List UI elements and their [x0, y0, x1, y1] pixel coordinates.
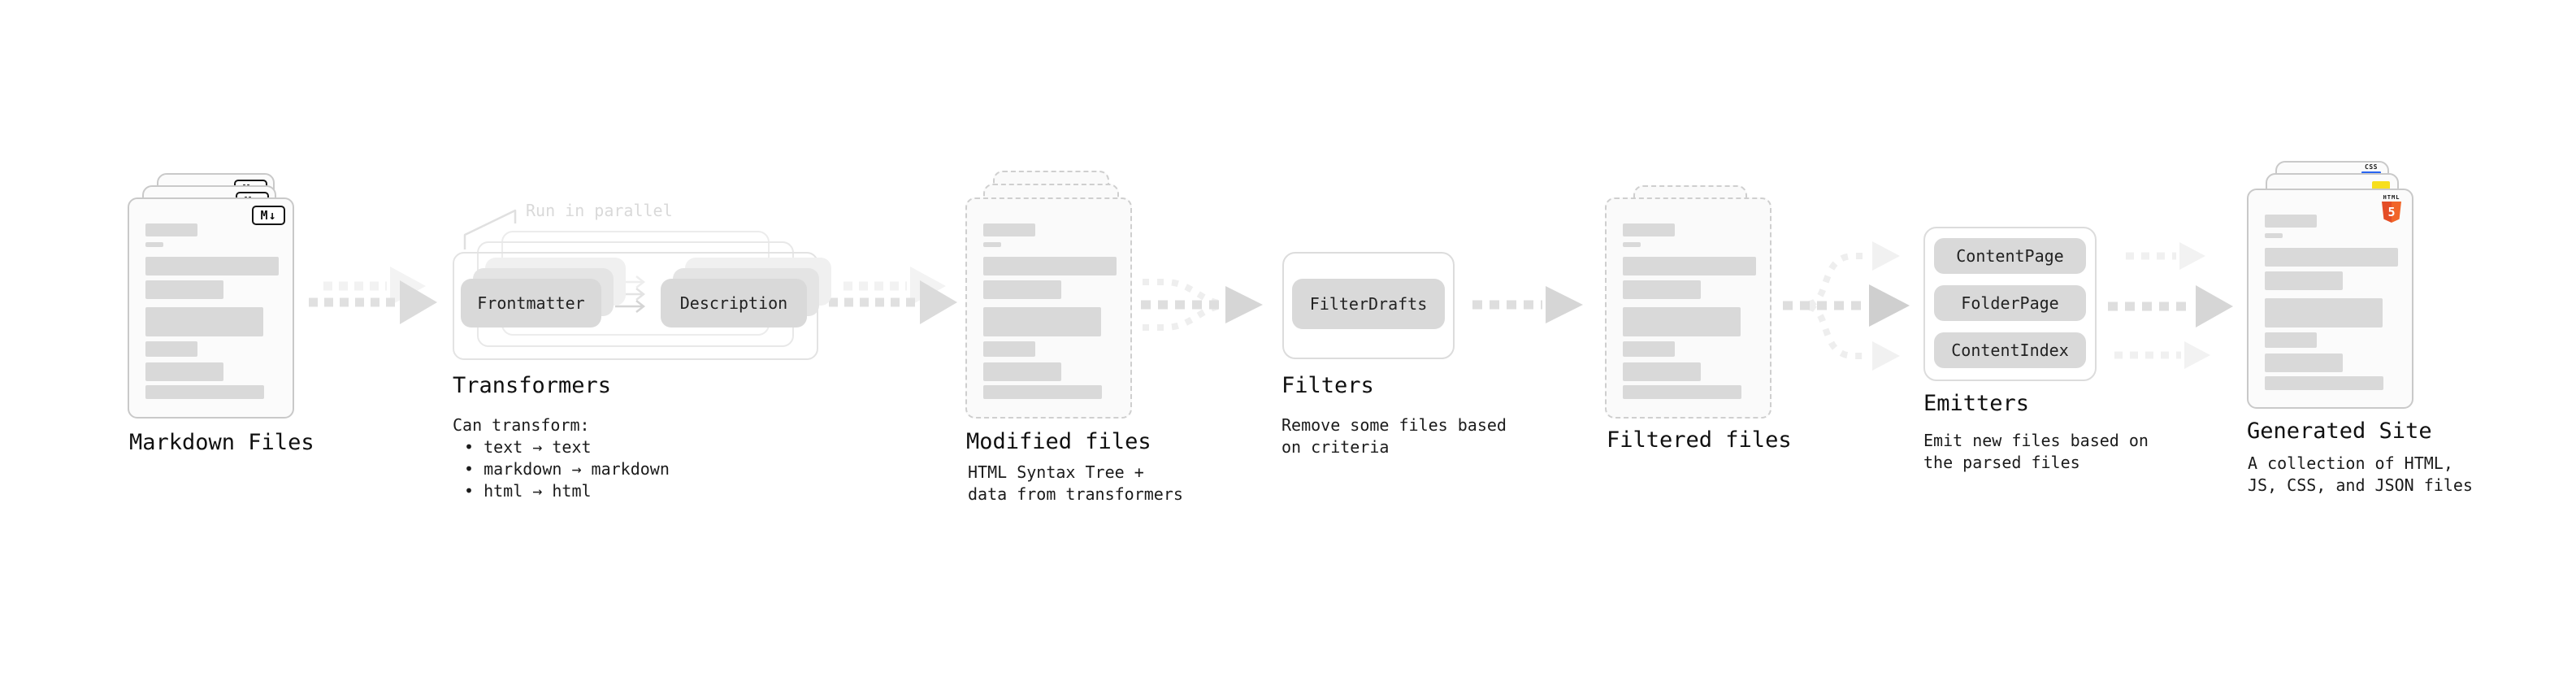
markdown-file-card: M↓: [128, 197, 294, 419]
skeleton-bar: [1623, 223, 1675, 236]
skeleton-bar: [983, 341, 1035, 357]
html5-icon: HTML 5: [2381, 194, 2402, 223]
generated-desc-line: A collection of HTML,: [2248, 453, 2453, 473]
contentpage-pill: ContentPage: [1934, 238, 2086, 274]
generated-site-description: A collection of HTML, JS, CSS, and JSON …: [2248, 453, 2473, 497]
skeleton-bar: [145, 341, 197, 357]
document-content-placeholder: [967, 199, 1130, 417]
skeleton-bar: [1623, 341, 1675, 357]
filters-desc-line: Remove some files based: [1281, 415, 1507, 435]
transformers-desc-line: Can transform:: [453, 415, 590, 435]
transformers-description: Can transform: • text → text • markdown …: [453, 414, 670, 502]
contentindex-pill: ContentIndex: [1934, 332, 2086, 368]
arrow-markdown-to-transformers: [309, 267, 437, 324]
emitters-description: Emit new files based on the parsed files: [1923, 430, 2149, 474]
skeleton-bar: [145, 242, 163, 247]
skeleton-bar: [983, 257, 1117, 275]
folderpage-pill-label: FolderPage: [1961, 293, 2059, 313]
description-pill: Description: [661, 279, 807, 327]
arrow-modified-to-filters: [1141, 279, 1263, 331]
filtered-file-card: [1605, 197, 1772, 419]
transformers-desc-bullet: • text → text: [464, 437, 592, 457]
stage-title-transformers: Transformers: [453, 373, 612, 398]
arrow-emitters-to-generated: [2108, 242, 2233, 369]
skeleton-bar: [983, 307, 1101, 336]
transformers-desc-bullet: • html → html: [464, 481, 592, 501]
generated-desc-line: JS, CSS, and JSON files: [2248, 475, 2473, 495]
filterdrafts-pill-label: FilterDrafts: [1309, 294, 1428, 314]
stage-title-filters: Filters: [1281, 373, 1374, 398]
skeleton-bar: [983, 280, 1061, 299]
skeleton-bar: [1623, 257, 1756, 275]
filters-description: Remove some files based on criteria: [1281, 414, 1507, 458]
modified-desc-line: HTML Syntax Tree +: [968, 462, 1144, 482]
contentindex-pill-label: ContentIndex: [1951, 340, 2069, 360]
skeleton-bar: [2265, 271, 2343, 290]
skeleton-bar: [1623, 307, 1741, 336]
skeleton-bar: [2265, 215, 2317, 228]
html5-icon-label: HTML: [2383, 194, 2400, 201]
skeleton-bar: [1623, 280, 1701, 299]
document-content-placeholder: [129, 199, 293, 417]
filterdrafts-pill: FilterDrafts: [1292, 279, 1445, 329]
stage-title-filtered-files: Filtered files: [1607, 427, 1792, 453]
skeleton-bar: [145, 257, 279, 275]
transformers-desc-bullet: • markdown → markdown: [464, 459, 670, 479]
frontmatter-pill: Frontmatter: [461, 279, 601, 327]
skeleton-bar: [983, 242, 1001, 247]
skeleton-bar: [2265, 332, 2317, 348]
markdown-icon-glyph: M↓: [260, 208, 277, 223]
generated-site-card: HTML 5: [2247, 189, 2413, 409]
skeleton-bar: [145, 385, 264, 399]
arrow-transformers-to-modified: [829, 267, 957, 324]
emitters-desc-line: Emit new files based on: [1923, 431, 2149, 450]
html5-icon-number: 5: [2387, 205, 2396, 219]
skeleton-bar: [145, 307, 263, 336]
stage-title-modified-files: Modified files: [966, 429, 1151, 454]
arrow-filtered-to-emitters: [1783, 241, 1910, 371]
contentpage-pill-label: ContentPage: [1956, 246, 2064, 266]
stage-title-emitters: Emitters: [1923, 391, 2030, 416]
skeleton-bar: [1623, 385, 1741, 399]
document-content-placeholder: [1607, 199, 1770, 417]
run-in-parallel-note: Run in parallel: [526, 201, 673, 220]
css3-icon-label: CSS: [2365, 163, 2378, 171]
skeleton-bar: [983, 385, 1102, 399]
skeleton-bar: [2265, 298, 2383, 327]
frontmatter-pill-label: Frontmatter: [477, 293, 585, 313]
skeleton-bar: [1623, 362, 1701, 381]
skeleton-bar: [2265, 376, 2383, 390]
modified-file-card: [965, 197, 1132, 419]
description-pill-label: Description: [679, 293, 788, 313]
skeleton-bar: [2265, 354, 2343, 372]
stage-title-generated-site: Generated Site: [2247, 419, 2432, 444]
modified-files-description: HTML Syntax Tree + data from transformer…: [968, 462, 1183, 505]
html5-icon-shield: 5: [2382, 202, 2401, 223]
skeleton-bar: [1623, 242, 1641, 247]
stage-title-markdown-files: Markdown Files: [129, 430, 314, 455]
skeleton-bar: [145, 223, 197, 236]
filters-desc-line: on criteria: [1281, 437, 1390, 457]
skeleton-bar: [145, 362, 223, 381]
skeleton-bar: [2265, 248, 2398, 267]
skeleton-bar: [145, 280, 223, 299]
arrow-filters-to-filtered: [1472, 286, 1583, 323]
modified-desc-line: data from transformers: [968, 484, 1183, 504]
emitters-desc-line: the parsed files: [1923, 453, 2080, 472]
skeleton-bar: [983, 362, 1061, 381]
skeleton-bar: [2265, 233, 2283, 238]
document-content-placeholder: [2249, 190, 2412, 407]
markdown-icon: M↓: [252, 206, 285, 225]
run-in-parallel-leader-line: [463, 209, 517, 249]
skeleton-bar: [983, 223, 1035, 236]
folderpage-pill: FolderPage: [1934, 285, 2086, 321]
